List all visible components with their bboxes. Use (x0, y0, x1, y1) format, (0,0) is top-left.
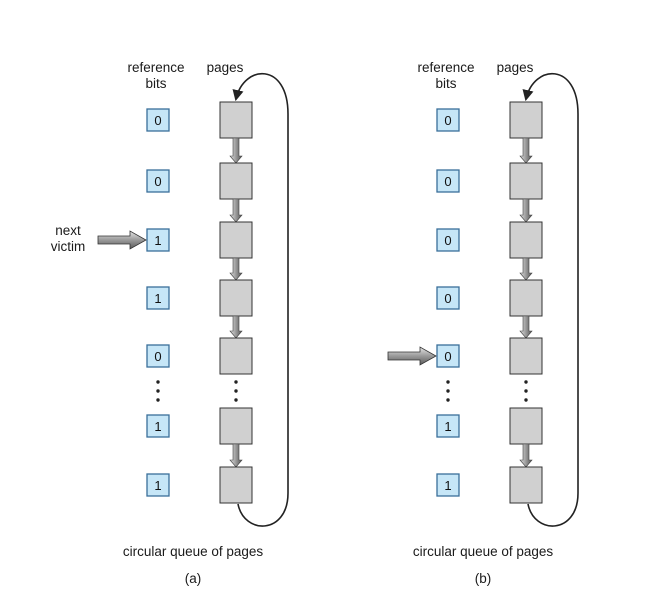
reference-bit-box (436, 228, 460, 252)
reference-bit-value: 1 (444, 478, 451, 493)
reference-bit-box (436, 473, 460, 497)
down-arrow (229, 137, 243, 164)
reference-bit-box (146, 108, 170, 132)
ellipsis-dot (156, 380, 160, 384)
reference-bit-value: 0 (154, 174, 161, 189)
reference-bit-box (146, 414, 170, 438)
reference-bit-value: 1 (154, 478, 161, 493)
panel-label: (b) (475, 571, 492, 586)
reference-bit-box (436, 108, 460, 132)
page-frame (219, 279, 253, 317)
reference-bit-box (146, 344, 170, 368)
pointer-arrow (97, 230, 147, 250)
down-arrow (229, 443, 243, 468)
ellipsis-dot (234, 389, 238, 393)
down-arrow (519, 443, 533, 468)
reference-bit-value: 0 (444, 113, 451, 128)
ellipsis-dot (524, 398, 528, 402)
reference-bit-box (436, 344, 460, 368)
down-arrow (519, 198, 533, 223)
reference-bit-value: 0 (444, 349, 451, 364)
page-frame (219, 466, 253, 504)
down-arrow (519, 257, 533, 281)
pointer-arrow (387, 346, 437, 366)
page-frame (509, 162, 543, 200)
reference-bit-value: 0 (444, 291, 451, 306)
reference-bit-value: 1 (154, 291, 161, 306)
pointer-label: next (55, 223, 81, 238)
page-frame (219, 407, 253, 445)
page-frame (509, 221, 543, 259)
circular-queue-loop (522, 73, 579, 527)
down-arrow (229, 315, 243, 339)
page-frame (509, 337, 543, 375)
reference-bit-box (146, 169, 170, 193)
ellipsis-dot (524, 380, 528, 384)
reference-bits-header: reference (127, 60, 184, 75)
reference-bit-value: 0 (444, 233, 451, 248)
reference-bit-value: 0 (154, 349, 161, 364)
pages-header: pages (207, 60, 244, 75)
circular-queue-loop (232, 73, 289, 527)
reference-bit-box (436, 414, 460, 438)
panel-caption: circular queue of pages (123, 544, 264, 559)
down-arrow (229, 257, 243, 281)
reference-bit-box (436, 169, 460, 193)
page-frame (509, 279, 543, 317)
page-frame (509, 101, 543, 139)
pages-header: pages (497, 60, 534, 75)
page-frame (219, 101, 253, 139)
panel-label: (a) (185, 571, 202, 586)
reference-bit-box (436, 286, 460, 310)
page-frame (219, 162, 253, 200)
reference-bit-box (146, 473, 170, 497)
page-frame (219, 221, 253, 259)
reference-bit-box (146, 286, 170, 310)
down-arrow (229, 198, 243, 223)
reference-bits-header: bits (145, 76, 166, 91)
down-arrow (519, 315, 533, 339)
reference-bit-value: 1 (154, 233, 161, 248)
ellipsis-dot (234, 398, 238, 402)
reference-bit-value: 0 (154, 113, 161, 128)
ellipsis-dot (446, 398, 450, 402)
ellipsis-dot (156, 389, 160, 393)
ellipsis-dot (446, 380, 450, 384)
reference-bit-box (146, 228, 170, 252)
pointer-label: victim (51, 239, 86, 254)
page-frame (219, 337, 253, 375)
reference-bits-header: reference (417, 60, 474, 75)
ellipsis-dot (156, 398, 160, 402)
panel-caption: circular queue of pages (413, 544, 554, 559)
reference-bits-header: bits (435, 76, 456, 91)
ellipsis-dot (446, 389, 450, 393)
ellipsis-dot (524, 389, 528, 393)
reference-bit-value: 0 (444, 174, 451, 189)
reference-bit-value: 1 (154, 419, 161, 434)
reference-bit-value: 1 (444, 419, 451, 434)
down-arrow (519, 137, 533, 164)
page-frame (509, 466, 543, 504)
ellipsis-dot (234, 380, 238, 384)
page-frame (509, 407, 543, 445)
